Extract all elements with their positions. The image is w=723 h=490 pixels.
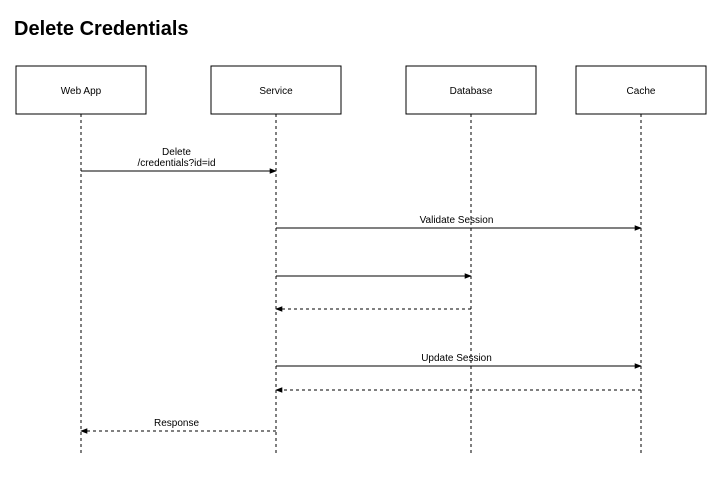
diagram-title: Delete Credentials: [14, 18, 189, 40]
participant-label-service: Service: [259, 86, 293, 97]
participant-service[interactable]: Service: [210, 65, 342, 115]
participant-label-cache: Cache: [627, 86, 656, 97]
message-label: Delete: [162, 147, 191, 158]
participant-label-webapp: Web App: [61, 86, 102, 97]
message-1[interactable]: Delete/credentials?id=id: [81, 147, 277, 174]
participant-webapp[interactable]: Web App: [15, 65, 147, 115]
message-5[interactable]: Update Session: [276, 353, 642, 369]
participant-label-database: Database: [450, 86, 493, 97]
message-label: Validate Session: [420, 215, 494, 226]
message-label: /credentials?id=id: [137, 158, 215, 169]
message-7[interactable]: Response: [80, 418, 276, 434]
message-label: Update Session: [421, 353, 492, 364]
message-2[interactable]: Validate Session: [276, 215, 642, 231]
participant-database[interactable]: Database: [405, 65, 537, 115]
message-label: Response: [154, 418, 199, 429]
participant-box-database: [405, 65, 537, 115]
participant-box-webapp: [15, 65, 147, 115]
participant-box-service: [210, 65, 342, 115]
participant-cache[interactable]: Cache: [575, 65, 707, 115]
participant-box-cache: [575, 65, 707, 115]
